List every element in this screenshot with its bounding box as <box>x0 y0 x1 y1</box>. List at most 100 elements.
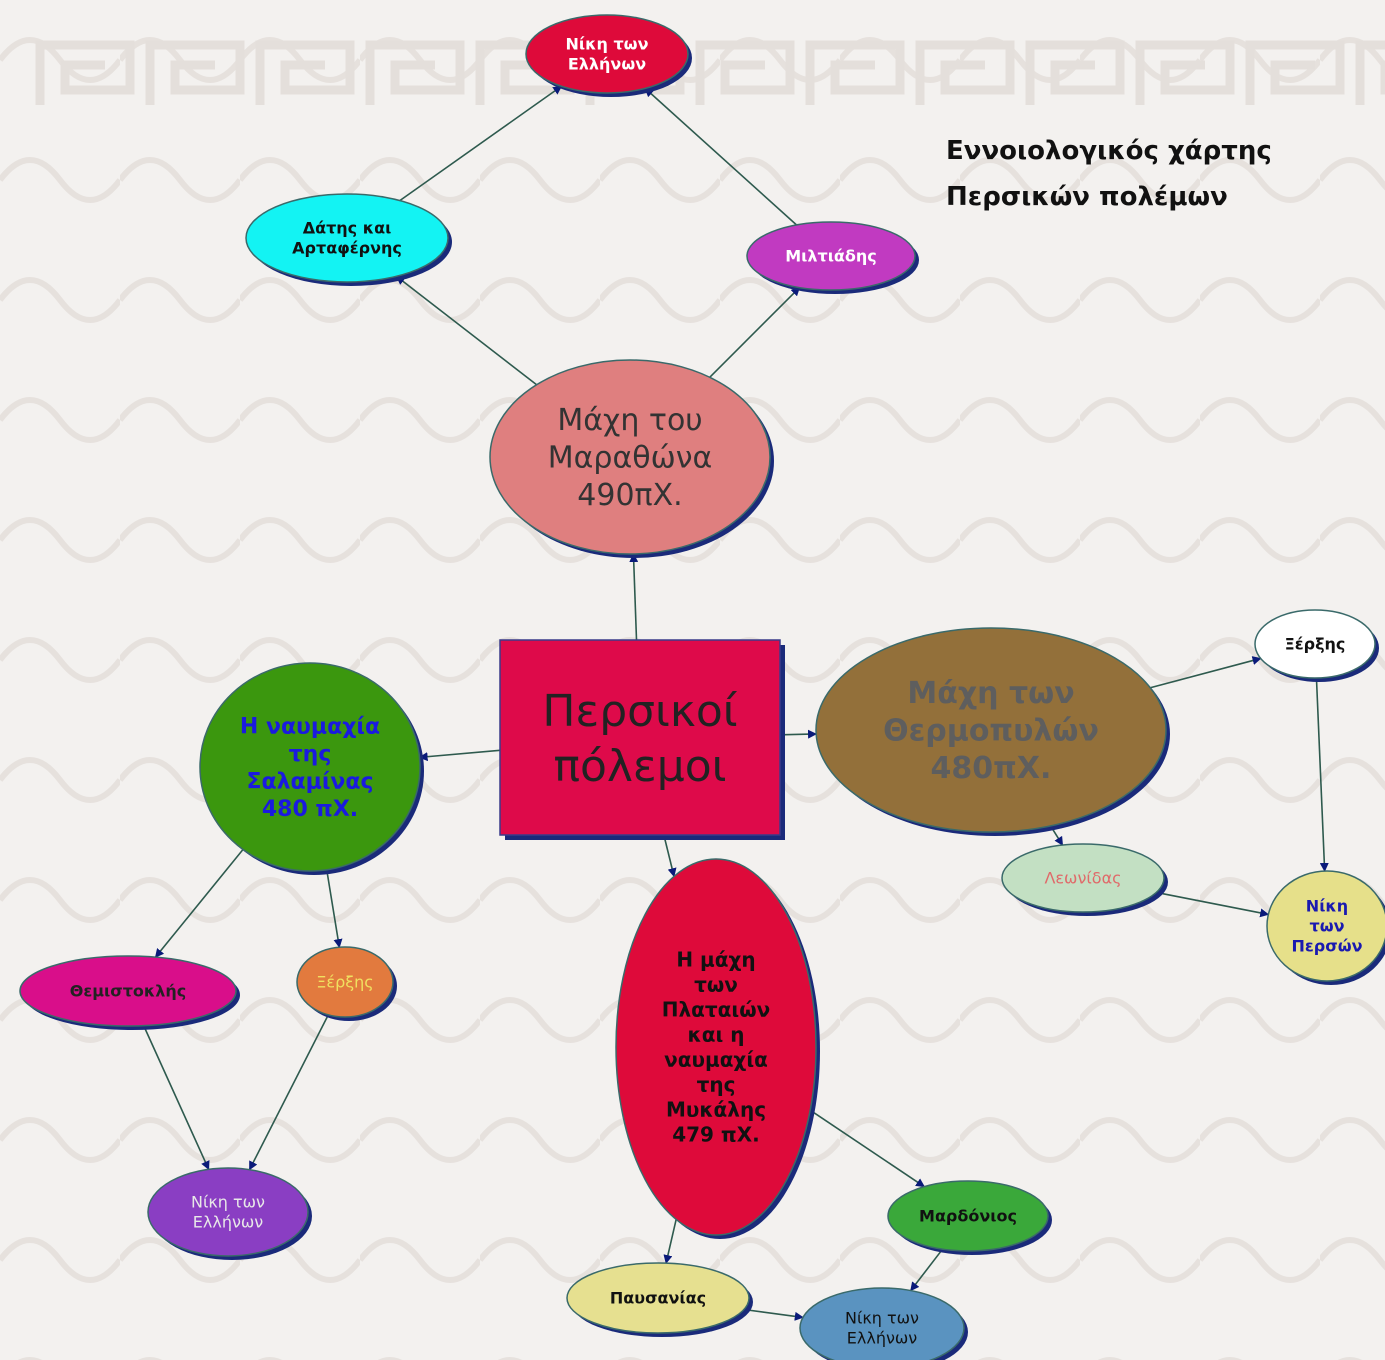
node-label-line: Ελλήνων <box>847 1329 918 1348</box>
node-label-line: Νίκη των <box>191 1193 265 1212</box>
node-label-line: Ξέρξης <box>316 973 373 992</box>
node-label-line: πόλεμοι <box>553 741 726 792</box>
node-label-line: Περσών <box>1291 937 1362 956</box>
node-shape <box>799 1287 965 1360</box>
meander-segment <box>1025 40 1125 105</box>
node-label-line: Περσικοί <box>542 686 737 737</box>
node-shape <box>1001 843 1165 913</box>
node-shape <box>815 627 1167 833</box>
meander-segment <box>1135 40 1235 105</box>
meander-segment <box>1245 40 1345 105</box>
node-themistocles: Θεμιστοκλής <box>19 955 240 1030</box>
node-shape <box>525 14 689 94</box>
node-label-line: Ξέρξης <box>1285 635 1346 654</box>
node-label-line: Μάχη των <box>907 676 1074 711</box>
node-label-line: Ελλήνων <box>568 55 646 74</box>
map-title-line-1: Εννοιολογικός χάρτης <box>946 136 1272 166</box>
edge-center-to-thermopylae <box>779 729 818 739</box>
node-label-line: ναυμαχία <box>664 1048 768 1072</box>
node-label-line: Δάτης και <box>303 219 392 238</box>
meander-segment <box>1355 40 1385 105</box>
node-leonidas: Λεωνίδας <box>1001 843 1168 916</box>
node-label-line: Λεωνίδας <box>1044 869 1121 888</box>
node-label-line: Θεμιστοκλής <box>70 982 187 1001</box>
edge-thermopylae-to-xerxes-right <box>1150 656 1262 689</box>
node-shape <box>19 955 237 1027</box>
edge-center-to-salamis <box>418 749 501 762</box>
node-shape <box>499 639 781 836</box>
edge-center-to-plataea <box>663 835 677 878</box>
node-label-line: και η <box>688 1023 745 1047</box>
node-label-line: 480πΧ. <box>931 751 1052 786</box>
meander-segment <box>695 40 795 105</box>
node-label-line: Η ναυμαχία <box>240 714 380 739</box>
edge-datis-to-marathon-victory <box>399 85 563 202</box>
node-miltiadis: Μιλτιάδης <box>746 221 919 294</box>
node-shape <box>245 193 449 283</box>
node-shape <box>489 359 771 555</box>
edge-miltiadis-to-marathon-victory <box>644 87 798 226</box>
node-label-line: 479 πΧ. <box>672 1123 760 1147</box>
meander-segment <box>915 40 1015 105</box>
edge-xerxes-left-to-salamis-victory <box>248 1014 330 1171</box>
node-label-line: Παυσανίας <box>610 1289 706 1308</box>
node-shape <box>615 858 817 1236</box>
node-shape <box>296 946 394 1018</box>
node-shape <box>199 662 421 872</box>
node-label-line: 490πΧ. <box>577 478 682 513</box>
node-shape <box>887 1180 1049 1252</box>
node-label-line: Αρταφέρνης <box>292 239 402 258</box>
edge-plataea-to-mardonios <box>809 1109 926 1188</box>
edge-mardonios-to-plataea-victory <box>910 1248 944 1292</box>
node-label-line: Νίκη των <box>845 1309 919 1328</box>
node-label-line: Ελλήνων <box>193 1213 264 1232</box>
edges-layer <box>142 85 1329 1321</box>
node-label-line: Θερμοπυλών <box>883 714 1099 749</box>
edge-pausanias-to-plataea-victory <box>743 1308 804 1321</box>
node-label-line: των <box>694 973 738 997</box>
node-label-line: Μαρδόνιος <box>919 1207 1017 1226</box>
node-shape <box>1254 609 1376 679</box>
meander-segment <box>255 40 355 105</box>
map-title: Εννοιολογικός χάρτης Περσικών πολέμων <box>946 128 1385 220</box>
node-label-line: Μυκάλης <box>666 1098 766 1122</box>
node-shape <box>147 1167 309 1257</box>
meander-segment <box>365 40 465 105</box>
node-label-line: 480 πΧ. <box>262 797 358 822</box>
node-label-line: της <box>697 1073 736 1097</box>
edge-plataea-to-pausanias <box>663 1219 677 1265</box>
node-label-line: Νίκη των <box>566 35 649 54</box>
node-label-line: Νίκη <box>1306 897 1348 916</box>
meander-segment <box>35 40 135 105</box>
edge-xerxes-right-to-persian-victory <box>1315 677 1329 872</box>
node-shape <box>746 221 916 291</box>
node-label-line: Μαραθώνα <box>548 441 713 476</box>
node-label-line: Πλαταιών <box>662 998 770 1022</box>
node-xerxes-left: Ξέρξης <box>296 946 397 1021</box>
edge-salamis-to-xerxes-left <box>325 869 343 949</box>
edge-leonidas-to-persian-victory <box>1156 891 1270 918</box>
edge-marathon-to-datis <box>395 275 538 386</box>
node-shape <box>566 1262 750 1334</box>
edge-marathon-to-miltiadis <box>709 286 801 378</box>
node-mardonios: Μαρδόνιος <box>887 1180 1052 1255</box>
meander-segment <box>805 40 905 105</box>
node-shape <box>1266 870 1385 982</box>
node-label-line: Μάχη του <box>557 403 702 438</box>
node-label-line: της <box>289 742 332 767</box>
node-pausanias: Παυσανίας <box>566 1262 753 1337</box>
node-label-line: Σαλαμίνας <box>246 769 373 794</box>
map-title-line-2: Περσικών πολέμων <box>946 182 1228 212</box>
